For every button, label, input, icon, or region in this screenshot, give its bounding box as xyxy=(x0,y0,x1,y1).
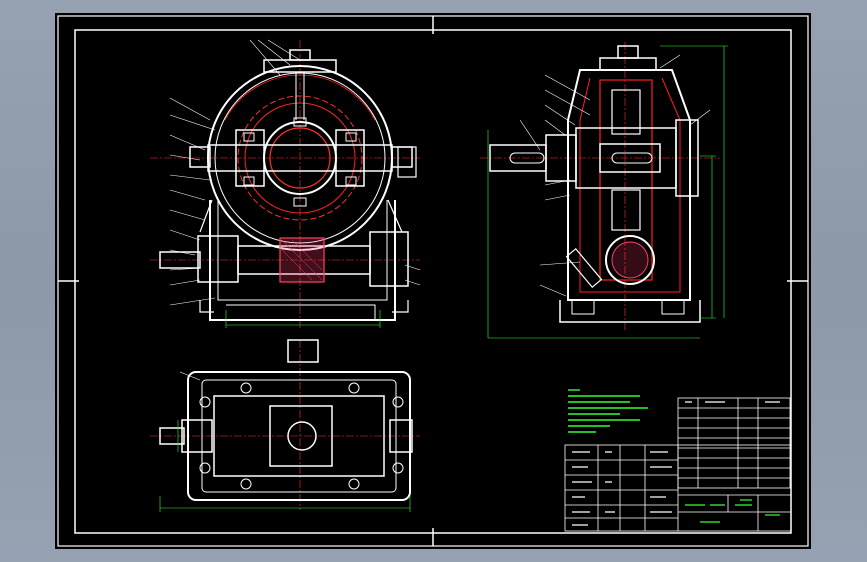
sheet-outer-border xyxy=(57,15,809,547)
top-view xyxy=(150,339,420,512)
title-block xyxy=(564,444,792,532)
front-view xyxy=(150,39,421,330)
sheet-inner-frame xyxy=(74,29,792,534)
title-block-marks xyxy=(572,401,780,526)
parts-list xyxy=(677,397,791,489)
side-view xyxy=(480,42,728,339)
technical-requirements xyxy=(568,389,648,433)
drawing-canvas[interactable] xyxy=(55,13,811,549)
